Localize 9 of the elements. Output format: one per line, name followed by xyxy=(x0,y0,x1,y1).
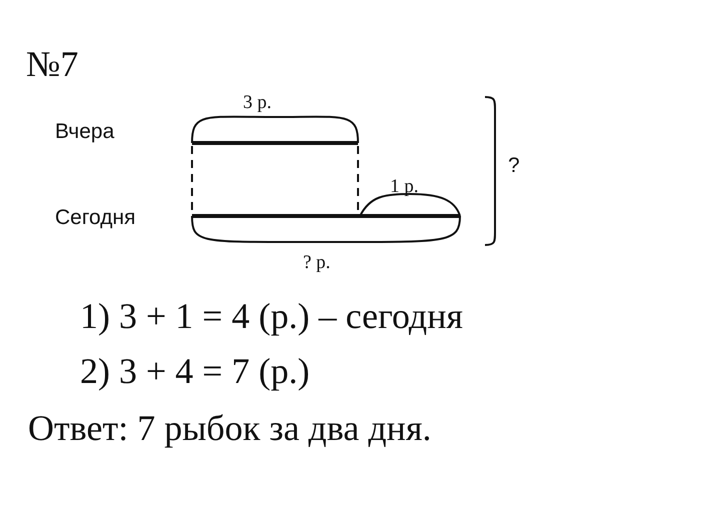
row-label: Вчера xyxy=(55,121,114,142)
answer-text: Ответ: 7 рыбок за два дня. xyxy=(28,410,432,446)
problem-number: №7 xyxy=(26,46,78,82)
segment-label: 3 р. xyxy=(243,93,272,112)
segment-label: ? р. xyxy=(303,253,330,272)
solution-step: 2) 3 + 4 = 7 (р.) xyxy=(80,353,310,389)
row-label: Сегодня xyxy=(55,207,136,228)
solution-step: 1) 3 + 1 = 4 (р.) – сегодня xyxy=(80,298,463,334)
total-label: ? xyxy=(508,155,520,176)
